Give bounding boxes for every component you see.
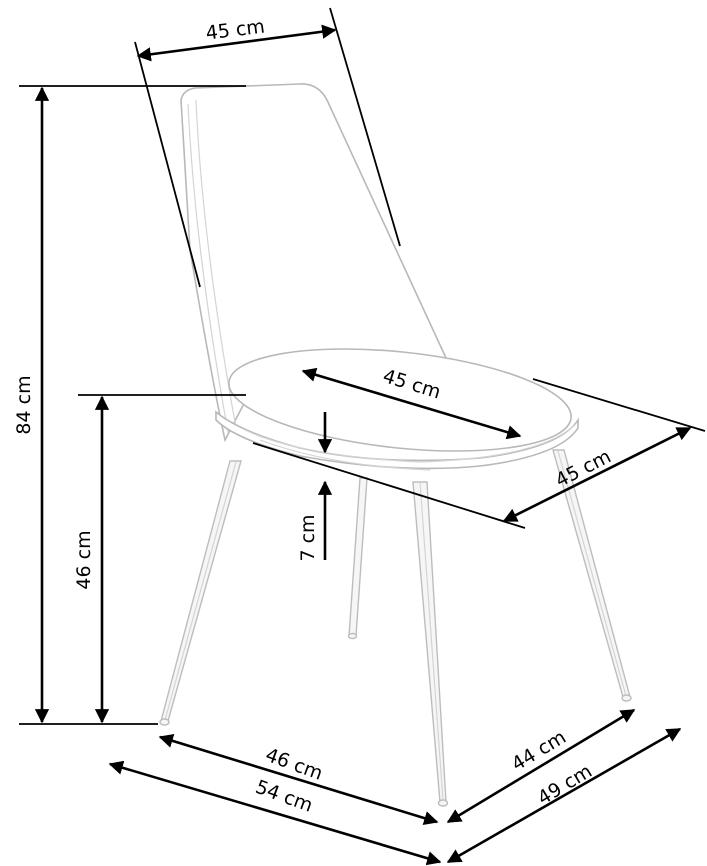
- dim-overall-width: 54 cm: [108, 760, 442, 866]
- label-total-height: 84 cm: [13, 375, 35, 434]
- chair-legs: [159, 449, 632, 807]
- dim-leg-span-side: 44 cm: [446, 708, 636, 824]
- dim-total-height: 84 cm: [13, 85, 246, 725]
- front-right-leg: [412, 481, 447, 803]
- dim-overall-depth: 49 cm: [446, 727, 682, 864]
- back-left-leg: [348, 477, 368, 637]
- label-seat-thickness: 7 cm: [297, 514, 319, 561]
- dim-seat-height: 46 cm: [73, 394, 246, 724]
- dim-seat-thickness: 7 cm: [297, 412, 333, 562]
- label-seat-height: 46 cm: [73, 530, 95, 589]
- chair-illustration: [159, 83, 632, 807]
- label-overall-depth: 49 cm: [534, 760, 596, 809]
